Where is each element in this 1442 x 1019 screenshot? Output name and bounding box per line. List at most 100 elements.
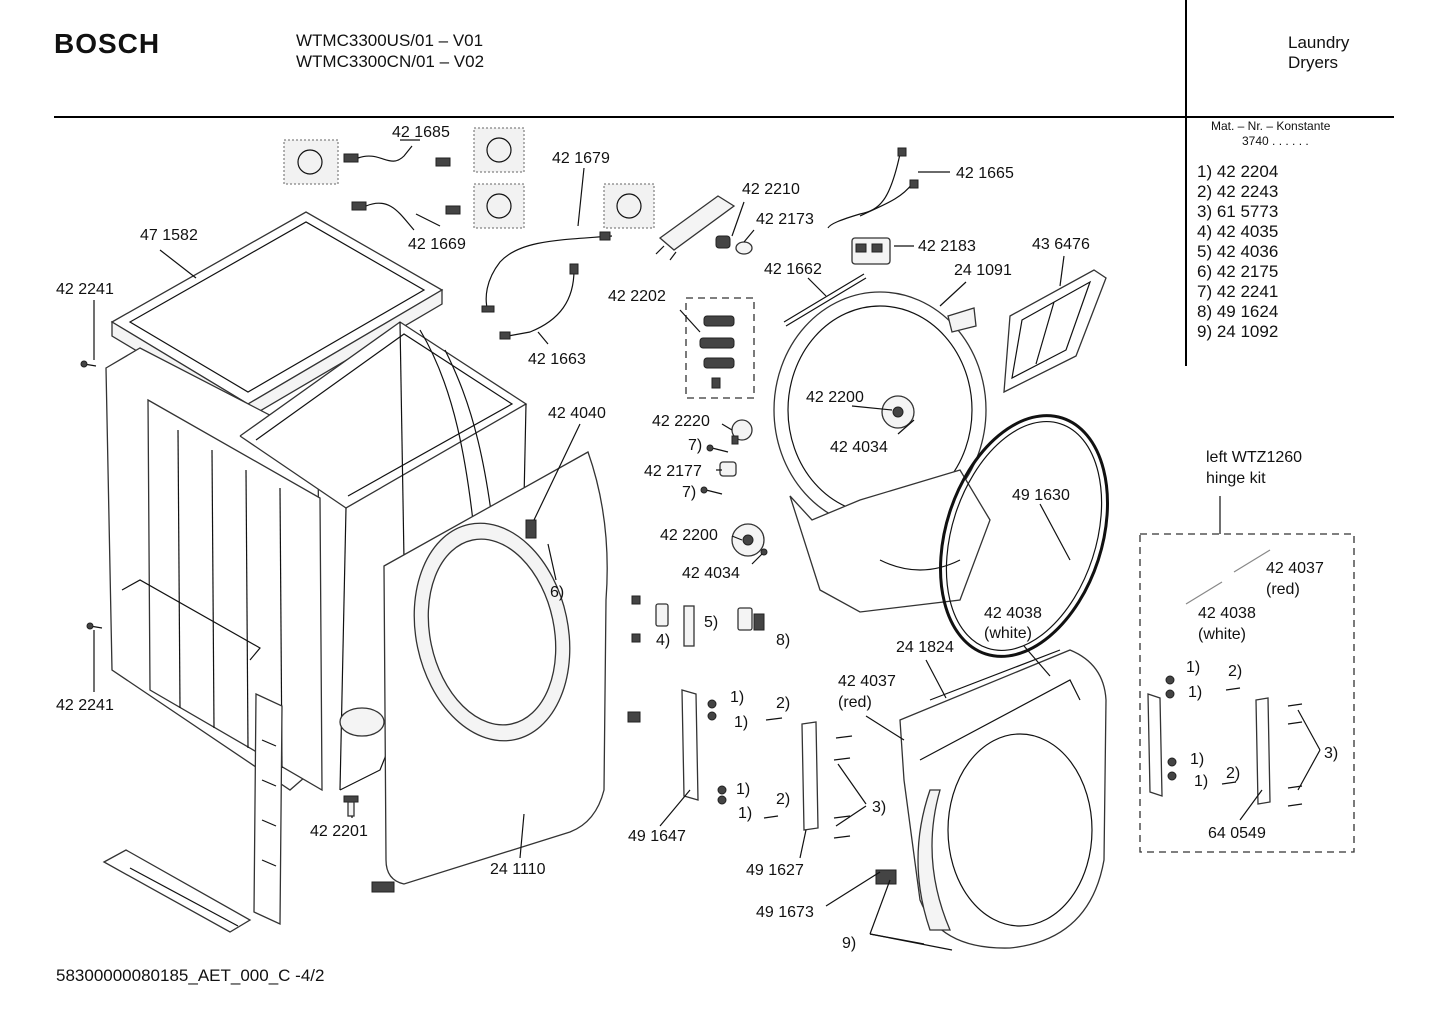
hinge-kit-label-1d: 1): [1194, 773, 1208, 790]
door-seal-491630[interactable]: [911, 394, 1136, 678]
hinge-491627[interactable]: [801, 721, 853, 839]
hinge-kit-label-640549: 64 0549: [1208, 825, 1266, 842]
leader-lines: [93, 139, 1321, 951]
constants-item: 6) 42 2175: [1197, 262, 1279, 281]
label-422183: 42 2183: [918, 238, 976, 255]
document-footer-code: 58300000080185_AET_000_C -4/2: [56, 966, 325, 985]
hinge-kit-label-2a: 2): [1228, 663, 1242, 680]
label-1d: 1): [738, 805, 752, 822]
label-8: 8): [776, 632, 790, 649]
label-241110: 24 1110: [490, 861, 546, 878]
heater-block-422183[interactable]: [851, 237, 891, 265]
label-422241-bottom: 42 2241: [56, 697, 114, 714]
label-7b: 7): [682, 484, 696, 501]
bearing-422200[interactable]: [731, 523, 768, 557]
header-vertical-divider: [1185, 0, 1187, 366]
screw-422241-bottom[interactable]: [86, 622, 103, 630]
label-241824: 24 1824: [896, 639, 954, 656]
label-491630: 49 1630: [1012, 487, 1070, 504]
label-436476: 43 6476: [1032, 236, 1090, 253]
parts-4-5-8[interactable]: [627, 595, 765, 723]
filter-frame-436476[interactable]: [1003, 269, 1107, 394]
foot-422201[interactable]: [343, 795, 359, 817]
constants-item: 5) 42 4036: [1197, 242, 1279, 261]
hinge-kit-title-2: hinge kit: [1206, 470, 1266, 487]
constants-list: 1) 42 2204 2) 42 2243 3) 61 5773 4) 42 4…: [1197, 162, 1278, 342]
hinge-kit-label-1a: 1): [1186, 659, 1200, 676]
hinge-kit-title-1: left WTZ1260: [1206, 449, 1302, 466]
cable-421663[interactable]: [499, 263, 579, 340]
model-line-1: WTMC3300US/01 – V01: [296, 31, 484, 50]
cable-421665[interactable]: [827, 147, 919, 229]
screw-7b[interactable]: [700, 486, 723, 495]
label-422201: 42 2201: [310, 823, 368, 840]
screw-422241-top[interactable]: [80, 360, 97, 368]
label-424037-main: 42 4037: [838, 673, 896, 690]
label-471582: 47 1582: [140, 227, 198, 244]
clip-422177[interactable]: [719, 461, 737, 477]
label-421662: 42 1662: [764, 261, 822, 278]
label-422202: 42 2202: [608, 288, 666, 305]
hinge-kit-labels: left WTZ1260 hinge kit 42 4037 (red) 42 …: [1186, 449, 1338, 842]
constants-item: 8) 49 1624: [1197, 302, 1279, 321]
label-5: 5): [704, 614, 718, 631]
hinge-kit-label-424038: 42 4038: [1198, 605, 1256, 622]
cable-421662[interactable]: [783, 273, 867, 327]
constants-item: 3) 61 5773: [1197, 202, 1279, 221]
label-1c: 1): [736, 781, 750, 798]
label-422220: 42 2220: [652, 413, 710, 430]
label-421663: 42 1663: [528, 351, 586, 368]
header-horizontal-divider: [54, 116, 1394, 118]
category-line-2: Dryers: [1288, 53, 1339, 72]
label-421665: 42 1665: [956, 165, 1014, 182]
label-424038-main: 42 4038: [984, 605, 1042, 622]
hinge-491647[interactable]: [681, 689, 783, 819]
label-422210: 42 2210: [742, 181, 800, 198]
left-rail-vertical: [253, 692, 283, 926]
label-424034-drum: 42 4034: [830, 439, 888, 456]
label-422173: 42 2173: [756, 211, 814, 228]
label-2a: 2): [776, 695, 790, 712]
sensor-422220[interactable]: [731, 419, 753, 445]
label-4: 4): [656, 632, 670, 649]
door-assembly-241824[interactable]: [875, 649, 1107, 949]
constants-item: 7) 42 2241: [1197, 282, 1279, 301]
hinge-kit-label-1b: 1): [1188, 684, 1202, 701]
small-parts-box-422202[interactable]: [685, 297, 755, 399]
part-labels: 42 1685 42 1679 42 1669 47 1582 42 2241 …: [56, 124, 1090, 952]
brand-logo: BOSCH: [54, 28, 161, 59]
label-7a: 7): [688, 437, 702, 454]
label-9: 9): [842, 935, 856, 952]
label-421685: 42 1685: [392, 124, 450, 141]
label-424040: 42 4040: [548, 405, 606, 422]
label-421669: 42 1669: [408, 236, 466, 253]
screw-7a[interactable]: [706, 444, 729, 453]
label-2b: 2): [776, 791, 790, 808]
wiring-harness-group[interactable]: [283, 127, 655, 231]
label-3a: 3): [872, 799, 886, 816]
label-red-main: (red): [838, 694, 872, 711]
constants-item: 1) 42 2204: [1197, 162, 1279, 181]
hinge-kit-box: [1139, 496, 1355, 853]
label-491627: 49 1627: [746, 862, 804, 879]
cable-421679[interactable]: [481, 231, 613, 313]
model-line-2: WTMC3300CN/01 – V02: [296, 52, 485, 71]
constants-item: 4) 42 4035: [1197, 222, 1279, 241]
label-6: 6): [550, 584, 564, 601]
constants-item: 9) 24 1092: [1197, 322, 1279, 341]
category-line-1: Laundry: [1288, 33, 1350, 52]
connector-422173[interactable]: [715, 235, 753, 255]
hinge-kit-label-red: (red): [1266, 581, 1300, 598]
label-424034: 42 4034: [682, 565, 740, 582]
front-panel-part[interactable]: [371, 451, 608, 893]
hinge-kit-label-white: (white): [1198, 626, 1246, 643]
label-491647: 49 1647: [628, 828, 686, 845]
constants-value: 3740 . . . . . .: [1242, 134, 1309, 148]
label-241091: 24 1091: [954, 262, 1012, 279]
bracket-422210[interactable]: [655, 195, 736, 261]
cabinet-side-panel: [105, 347, 323, 792]
label-491673: 49 1673: [756, 904, 814, 921]
label-1b: 1): [734, 714, 748, 731]
label-422200: 42 2200: [660, 527, 718, 544]
